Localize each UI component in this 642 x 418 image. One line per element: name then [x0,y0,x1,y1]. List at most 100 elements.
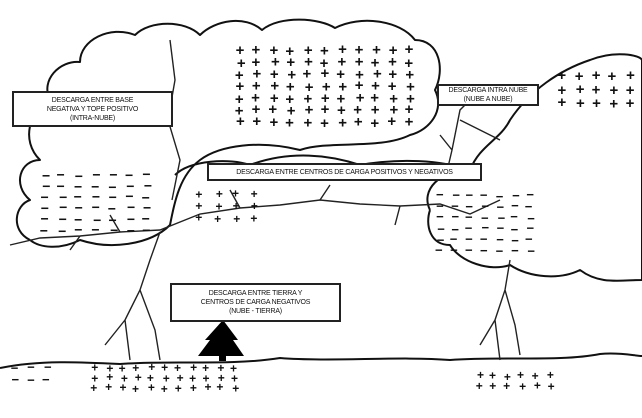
negative-charge: − [142,222,150,238]
positive-charge: + [338,114,347,131]
positive-charge: + [190,361,197,375]
label-cloud-to-cloud: DESCARGA INTRA NUBE (NUBE A NUBE) [437,84,539,106]
negative-charge: − [452,188,460,203]
positive-charge: + [389,42,398,59]
positive-charge: + [253,65,262,82]
negative-charge: − [481,198,489,213]
positive-charge: + [237,55,246,72]
negative-charge: − [74,222,82,238]
negative-charge: − [109,212,117,228]
positive-charge: + [406,91,415,108]
negative-charge: − [91,178,99,194]
positive-charge: + [251,54,260,71]
positive-charge: + [147,371,154,385]
positive-charge: + [285,91,294,108]
negative-charge: − [75,168,83,184]
positive-charge: + [388,54,397,71]
positive-charge: + [236,113,245,130]
negative-charge: − [91,221,99,237]
positive-charge: + [270,114,279,131]
positive-charge: + [189,372,196,386]
negative-charge: − [436,187,444,202]
negative-charge: − [526,220,534,235]
positive-charge: + [517,368,524,382]
positive-charge: + [305,79,314,96]
negative-charge: − [110,222,118,238]
positive-charge: + [320,115,329,132]
positive-charge: + [251,187,258,201]
negative-charge: − [450,243,458,258]
negative-charge: − [27,373,35,388]
negative-charge: − [512,188,520,203]
negative-charge: − [527,243,535,258]
negative-charge: − [511,198,519,213]
negative-charge: − [74,211,82,227]
positive-charge: + [106,361,113,375]
positive-charge: + [203,372,210,386]
negative-charge: − [436,209,444,224]
negative-charge: − [437,232,445,247]
positive-charge: + [205,380,212,394]
positive-charge: + [337,53,346,70]
negative-charge: − [40,222,48,238]
positive-charge: + [252,101,261,118]
positive-charge: + [320,43,329,60]
positive-charge: + [489,368,496,382]
positive-charge: + [336,91,345,108]
lightning-horizontal [9,199,501,246]
positive-charge: + [592,81,601,98]
lightning-cloud-ground-left [104,231,161,361]
positive-charge: + [230,362,237,376]
positive-charge: + [355,77,364,94]
negative-charge: − [451,222,459,237]
positive-charge: + [405,67,414,84]
positive-charge: + [120,380,127,394]
negative-charge: − [465,187,473,202]
negative-charge: − [57,178,65,194]
positive-charge: + [270,66,279,83]
positive-charge: + [337,102,346,119]
positive-charge: + [132,361,139,375]
positive-charge: + [235,103,244,120]
positive-charge: + [270,90,279,107]
positive-charge: + [216,187,223,201]
positive-charge: + [286,54,295,71]
negative-charge: − [74,188,82,204]
negative-charge: − [465,221,473,236]
positive-charge: + [353,102,362,119]
negative-charge: − [526,187,534,202]
negative-charge: − [496,232,504,247]
positive-charge: + [322,79,331,96]
negative-charge: − [42,178,50,194]
positive-charge: + [557,94,566,111]
positive-charge: + [354,114,363,131]
positive-charge: + [148,380,155,394]
negative-charge: − [92,166,100,182]
positive-charge: + [195,210,202,224]
negative-charge: − [435,242,443,257]
ground-line [0,352,642,369]
negative-charge: − [511,243,519,258]
label-line: DESCARGA INTRA NUBE [448,87,528,94]
positive-charge: + [557,67,566,84]
positive-charge: + [592,67,601,84]
label-line: (NUBE A NUBE) [463,96,513,103]
positive-charge: + [504,370,511,384]
positive-charge: + [218,371,225,385]
positive-charge: + [252,77,261,94]
positive-charge: + [132,382,139,396]
tree-icon [198,320,244,356]
positive-charge: + [336,66,345,83]
positive-charge: + [232,187,239,201]
positive-charge: + [321,90,330,107]
positive-charge: + [389,101,398,118]
positive-charge: + [121,372,128,386]
positive-charge: + [236,42,245,59]
positive-charge: + [370,115,379,132]
positive-charge: + [161,382,168,396]
positive-charge: + [287,66,296,83]
positive-charge: + [547,368,554,382]
negative-charge: − [42,372,50,387]
positive-charge: + [232,382,239,396]
